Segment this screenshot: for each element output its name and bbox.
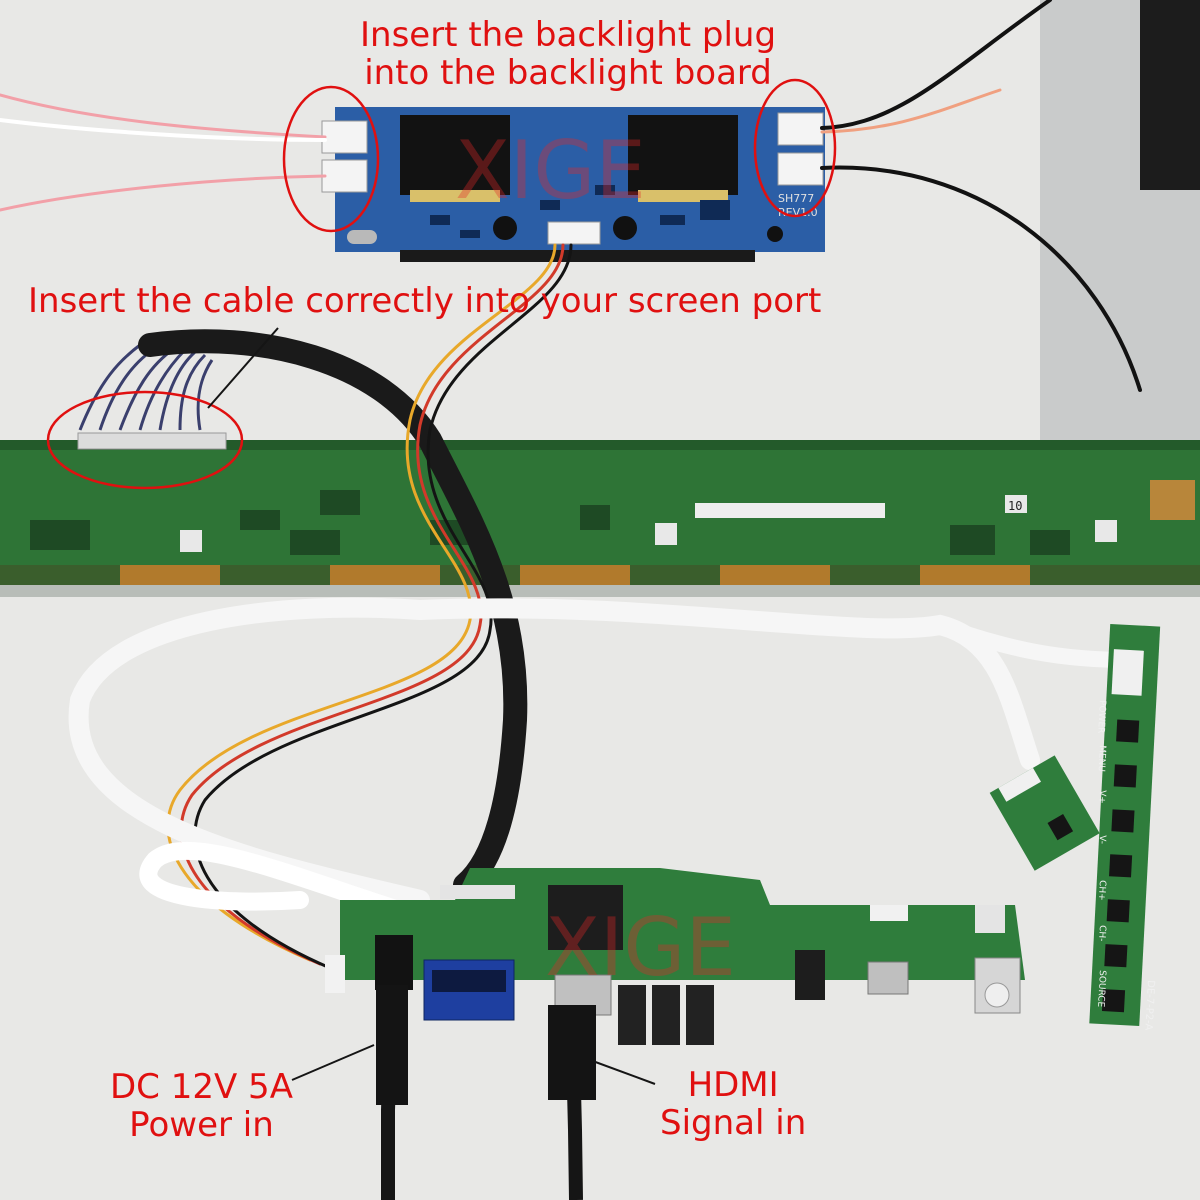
backlight-annotation-line2: into the backlight board <box>364 53 772 93</box>
keypad-button-labels: POWER MENU V+ V- CH+ CH- SOURCE <box>1095 700 1107 1008</box>
transformer-left <box>400 115 510 195</box>
usb-port <box>867 961 909 995</box>
cable-annotation-text: Insert the cable correctly into your scr… <box>28 281 822 321</box>
keypad-board <box>1089 623 1161 1027</box>
keypad-model-text: DE-7-P2-A <box>1142 980 1156 1031</box>
lamp-wires-right <box>820 0 1142 392</box>
tcon-board <box>0 440 1200 585</box>
lcd-panel-corner <box>1140 0 1200 190</box>
backlight-annotation: Insert the backlight plug into the backl… <box>360 16 776 92</box>
keypad-label-v-: V- <box>1097 835 1107 844</box>
watermark-top: XIGE <box>455 124 646 217</box>
driver-board <box>325 868 1025 1045</box>
inverter-power-socket <box>547 221 601 245</box>
qr-code <box>975 905 1005 933</box>
callout-oval-backlight-left <box>282 85 380 233</box>
lvds-sleeve <box>138 329 528 897</box>
ir-receiver-board <box>989 755 1100 871</box>
power-annotation-line2: Power in <box>129 1105 274 1145</box>
backlight-socket-bl <box>321 159 368 193</box>
av-jack-3 <box>686 985 714 1045</box>
backlight-socket-br <box>777 152 824 186</box>
transformer-right <box>628 115 738 195</box>
backlight-annotation-line1: Insert the backlight plug <box>360 15 777 55</box>
watermark-bottom: XIGE <box>545 901 736 994</box>
backlight-socket-tr <box>777 112 824 146</box>
keypad-label-v-: V+ <box>1096 790 1107 804</box>
hdmi-annotation: HDMI Signal in <box>660 1066 806 1142</box>
lamp-wires-left <box>0 93 327 212</box>
backlight-socket-tl <box>321 120 368 154</box>
callout-line-hdmi <box>589 1059 656 1085</box>
keypad-label-ch-: CH+ <box>1096 880 1107 901</box>
power-annotation: DC 12V 5A Power in <box>110 1068 293 1144</box>
keypad-header <box>870 905 908 921</box>
inverter-board <box>321 107 825 262</box>
dc-jack <box>375 935 413 990</box>
ir-ribbon-cable <box>139 841 439 929</box>
hdmi-plug <box>548 1005 596 1100</box>
tcon-number: 10 <box>1008 499 1022 513</box>
audio-jack <box>795 950 825 1000</box>
callout-line-cable <box>207 327 279 409</box>
lvds-connector <box>77 432 227 450</box>
hdmi-annotation-line1: HDMI <box>687 1065 779 1105</box>
callout-oval-backlight-right <box>753 78 837 218</box>
keypad-ribbon-cable-end <box>932 617 1138 668</box>
keypad-label-menu: MENU <box>1096 745 1107 772</box>
callout-oval-lvds-port <box>46 390 244 490</box>
callout-line-power <box>291 1044 375 1081</box>
keypad-label-source: SOURCE <box>1095 970 1107 1008</box>
av-jack-1 <box>618 985 646 1045</box>
board-power-header <box>325 955 345 993</box>
lvds-header <box>440 885 515 899</box>
cable-annotation: Insert the cable correctly into your scr… <box>28 282 821 320</box>
dc-plug <box>376 985 408 1105</box>
main-chip <box>548 885 623 950</box>
hdmi-annotation-line2: Signal in <box>660 1103 807 1143</box>
power-annotation-line1: DC 12V 5A <box>110 1067 293 1107</box>
tcon-barcode <box>695 503 885 518</box>
keypad-label-ch-: CH- <box>1096 925 1107 942</box>
inverter-model-text: SH777 <box>778 192 814 205</box>
keypad-label-power: POWER <box>1095 700 1107 734</box>
av-jack-2 <box>652 985 680 1045</box>
